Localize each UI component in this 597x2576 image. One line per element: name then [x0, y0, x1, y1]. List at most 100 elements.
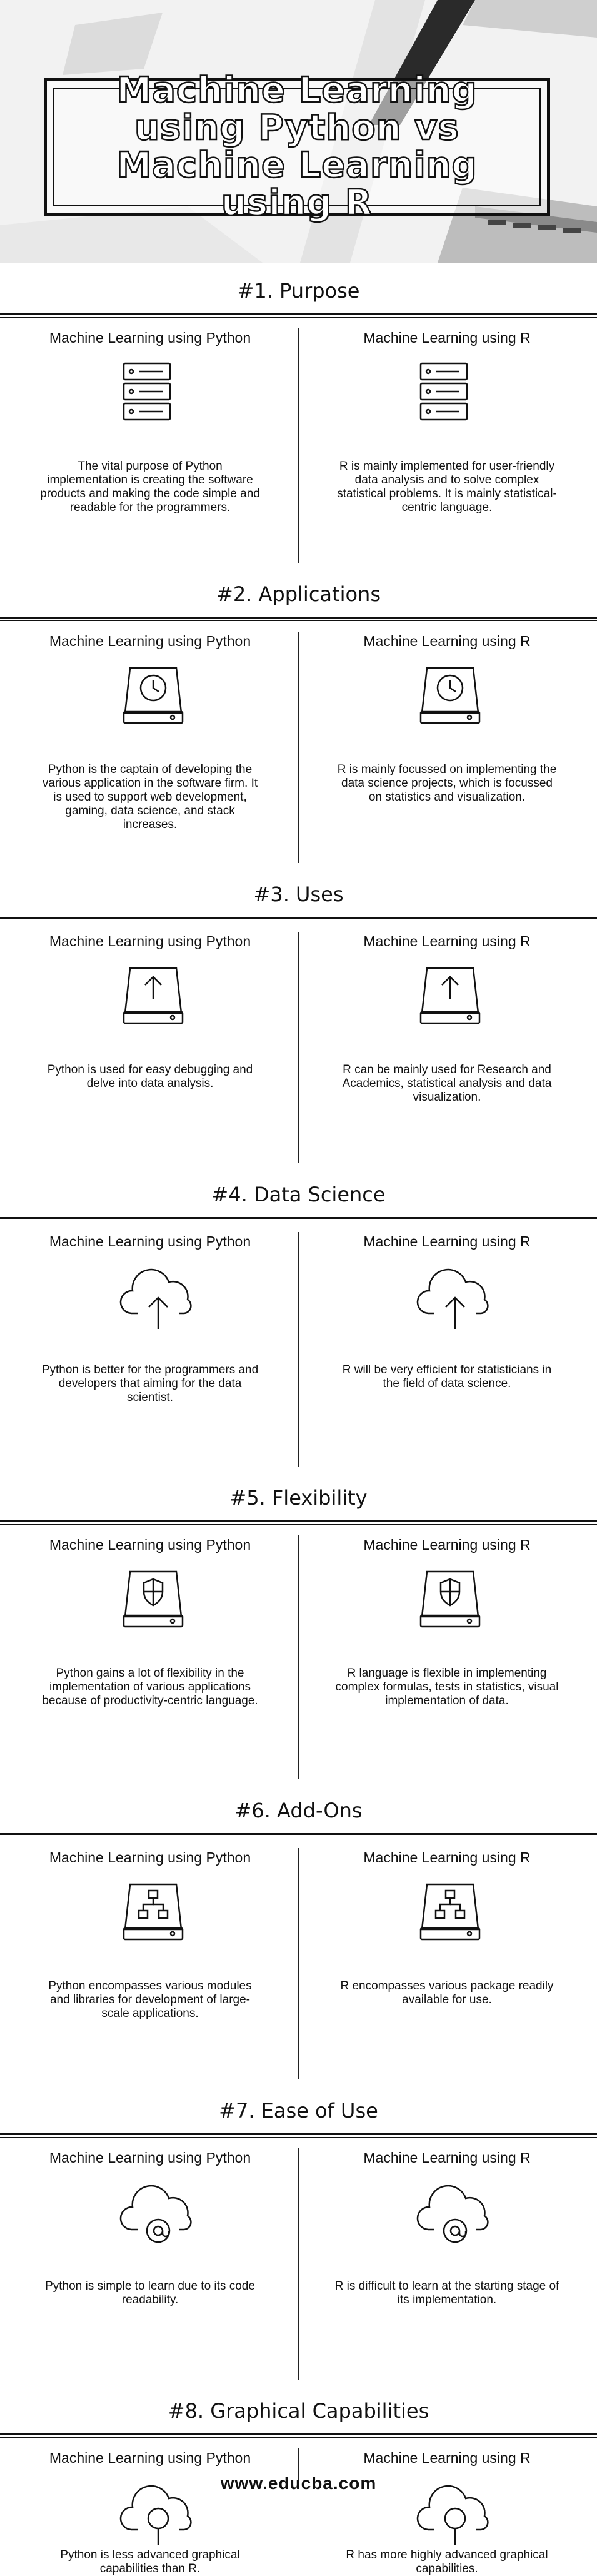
- right-column-heading: Machine Learning using R: [363, 933, 531, 949]
- section-rule-top: [0, 1217, 597, 1219]
- left-cloud-upload-icon: [119, 1263, 200, 1335]
- section-title: #8. Graphical Capabilities: [168, 2399, 429, 2423]
- right-column-heading: Machine Learning using R: [363, 1849, 531, 1866]
- right-drive-upload-icon: [416, 963, 484, 1029]
- left-drive-clock-icon: [119, 663, 188, 729]
- right-column-heading: Machine Learning using R: [363, 2450, 531, 2466]
- section-rule-top: [0, 617, 597, 619]
- section-4: #4. Data Science Machine Learning using …: [0, 1176, 597, 1479]
- section-rule-top-thin: [0, 1524, 597, 1525]
- left-column-heading: Machine Learning using Python: [49, 1537, 251, 1553]
- left-description: Python is the captain of developing the …: [42, 763, 258, 831]
- left-column-heading: Machine Learning using Python: [49, 1849, 251, 1866]
- left-column-heading: Machine Learning using Python: [49, 2450, 251, 2466]
- title-inner-border: [53, 88, 541, 206]
- left-description: Python is less advanced graphical capabi…: [60, 2548, 240, 2575]
- left-drive-network-icon: [119, 1879, 188, 1945]
- left-description: Python is simple to learn due to its cod…: [45, 2280, 255, 2306]
- left-description: Python gains a lot of flexibility in the…: [42, 1667, 258, 1707]
- right-description: R is difficult to learn at the starting …: [334, 2280, 559, 2306]
- left-column-heading: Machine Learning using Python: [49, 933, 251, 949]
- column-divider: [298, 1848, 299, 2079]
- left-column: Machine Learning using Python: [13, 1535, 288, 1554]
- left-column: Machine Learning using Python: [13, 932, 288, 951]
- left-column-heading: Machine Learning using Python: [49, 1233, 251, 1250]
- section-rule-top: [0, 1520, 597, 1522]
- section-title: #4. Data Science: [211, 1183, 386, 1206]
- left-description: Python encompasses various modules and l…: [48, 1979, 252, 2020]
- left-drive-upload-icon: [119, 963, 188, 1029]
- section-1: #1. Purpose Machine Learning using Pytho…: [0, 272, 597, 575]
- left-column-heading: Machine Learning using Python: [49, 633, 251, 649]
- left-description: The vital purpose of Python implementati…: [40, 460, 260, 514]
- right-column: Machine Learning using R: [309, 1535, 584, 1554]
- right-column: Machine Learning using R: [309, 632, 584, 650]
- section-rule-top-thin: [0, 317, 597, 318]
- right-drive-network-icon: [416, 1879, 484, 1945]
- section-rule-top: [0, 917, 597, 919]
- left-drive-shield-icon: [119, 1567, 188, 1632]
- right-description: R encompasses various package readily av…: [340, 1979, 554, 2006]
- section-7: #7. Ease of Use Machine Learning using P…: [0, 2092, 597, 2392]
- header-banner: Machine Learning using Python vs Machine…: [0, 0, 597, 263]
- left-description: Python is better for the programmers and…: [41, 1363, 259, 1404]
- section-rule-top-thin: [0, 2437, 597, 2438]
- section-title: #1. Purpose: [237, 279, 360, 303]
- section-title: #5. Flexibility: [229, 1486, 368, 1510]
- left-column: Machine Learning using Python: [13, 1232, 288, 1251]
- right-description: R can be mainly used for Research and Ac…: [342, 1063, 552, 1104]
- left-description: Python is used for easy debugging and de…: [47, 1063, 253, 1090]
- left-column: Machine Learning using Python: [13, 1848, 288, 1867]
- left-server-icon: [119, 360, 175, 425]
- section-rule-top: [0, 2133, 597, 2135]
- footer-url: www.educba.com: [220, 2473, 377, 2493]
- section-rule-top: [0, 1833, 597, 1835]
- section-rule-top: [0, 2433, 597, 2435]
- column-divider: [298, 2148, 299, 2380]
- right-cloud-at-icon: [416, 2179, 497, 2251]
- right-column: Machine Learning using R: [309, 2148, 584, 2167]
- right-cloud-upload-icon: [416, 1263, 497, 1335]
- column-divider: [298, 2448, 299, 2486]
- left-column: Machine Learning using Python: [13, 2148, 288, 2167]
- page-title: Machine Learning using Python vs Machine…: [116, 70, 478, 223]
- left-column: Machine Learning using Python: [13, 328, 288, 347]
- right-column-heading: Machine Learning using R: [363, 330, 531, 346]
- column-divider: [298, 1535, 299, 1779]
- right-column: Machine Learning using R: [309, 932, 584, 951]
- right-column-heading: Machine Learning using R: [363, 2149, 531, 2166]
- right-description: R language is flexible in implementing c…: [335, 1667, 559, 1707]
- right-description: R has more highly advanced graphical cap…: [346, 2548, 548, 2575]
- right-column: Machine Learning using R: [309, 2448, 584, 2467]
- title-frame: Machine Learning using Python vs Machine…: [44, 71, 550, 223]
- right-server-icon: [416, 360, 472, 425]
- right-column: Machine Learning using R: [309, 328, 584, 347]
- left-column: Machine Learning using Python: [13, 2448, 288, 2467]
- section-title: #6. Add-Ons: [234, 1799, 363, 1822]
- right-drive-shield-icon: [416, 1567, 484, 1632]
- section-rule-top-thin: [0, 620, 597, 621]
- section-6: #6. Add-Ons Machine Learning using Pytho…: [0, 1792, 597, 2092]
- right-column-heading: Machine Learning using R: [363, 633, 531, 649]
- column-divider: [298, 932, 299, 1163]
- right-description: R is mainly focussed on implementing the…: [337, 763, 557, 804]
- section-3: #3. Uses Machine Learning using Python P…: [0, 876, 597, 1176]
- section-title: #3. Uses: [253, 882, 344, 906]
- section-title: #2. Applications: [216, 582, 381, 606]
- left-cloud-at-icon: [119, 2179, 200, 2251]
- section-rule-top-thin: [0, 2137, 597, 2138]
- right-column: Machine Learning using R: [309, 1848, 584, 1867]
- section-8: #8. Graphical Capabilities Machine Learn…: [0, 2392, 597, 2575]
- right-description: R will be very efficient for statisticia…: [342, 1363, 552, 1390]
- left-column-heading: Machine Learning using Python: [49, 330, 251, 346]
- right-drive-clock-icon: [416, 663, 484, 729]
- left-column-heading: Machine Learning using Python: [49, 2149, 251, 2166]
- left-column: Machine Learning using Python: [13, 632, 288, 650]
- section-2: #2. Applications Machine Learning using …: [0, 575, 597, 876]
- section-title: #7. Ease of Use: [219, 2099, 378, 2123]
- section-5: #5. Flexibility Machine Learning using P…: [0, 1479, 597, 1792]
- column-divider: [298, 1232, 299, 1467]
- right-column: Machine Learning using R: [309, 1232, 584, 1251]
- column-divider: [298, 632, 299, 863]
- section-rule-top: [0, 313, 597, 315]
